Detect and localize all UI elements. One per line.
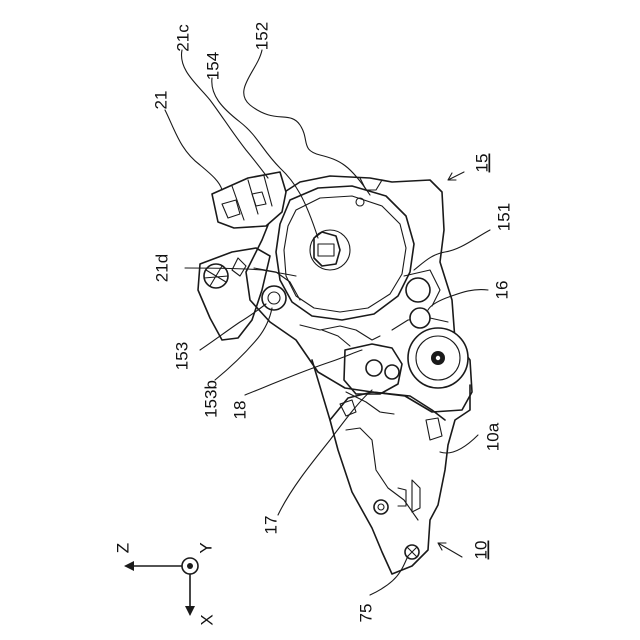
label-18: 18 xyxy=(230,401,249,420)
leader-lines xyxy=(165,50,490,595)
label-15: 15 xyxy=(472,154,491,173)
label-153b: 153b xyxy=(201,380,220,418)
axis-label-z: Z xyxy=(113,543,132,553)
label-153: 153 xyxy=(172,342,191,370)
label-151: 151 xyxy=(494,203,513,231)
label-16: 16 xyxy=(492,281,511,300)
label-21d: 21d xyxy=(152,254,171,282)
label-75: 75 xyxy=(356,604,375,623)
frame-10 xyxy=(312,360,470,574)
axis-label-y: Y xyxy=(196,542,215,553)
drum-unit xyxy=(408,328,468,388)
label-21: 21 xyxy=(151,91,170,110)
toner-container-152 xyxy=(276,186,414,320)
label-21c: 21c xyxy=(173,24,192,52)
label-10a: 10a xyxy=(483,422,502,451)
cartridge-21 xyxy=(212,172,286,228)
component-17-18 xyxy=(322,330,402,414)
coordinate-axes xyxy=(124,558,198,616)
label-154: 154 xyxy=(203,52,222,80)
label-17: 17 xyxy=(261,516,280,535)
axis-label-x: X xyxy=(197,614,216,625)
label-152: 152 xyxy=(252,22,271,50)
label-10: 10 xyxy=(471,541,490,560)
